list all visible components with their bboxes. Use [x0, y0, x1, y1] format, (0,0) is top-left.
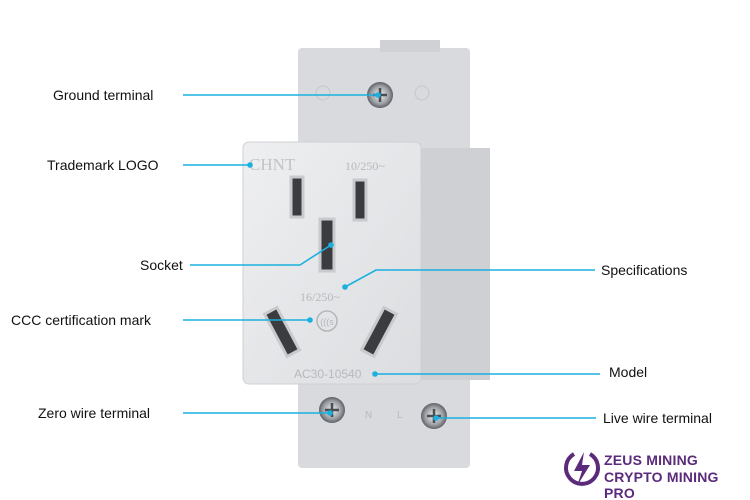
logo-line1: ZEUS MINING — [604, 452, 698, 468]
label-specifications: Specifications — [601, 262, 688, 278]
terminal-l-label: L — [397, 410, 403, 421]
logo-line2: CRYPTO MINING PRO — [604, 469, 719, 500]
socket-holes — [262, 175, 399, 359]
label-socket: Socket — [140, 257, 183, 273]
zeus-mining-logo: ZEUS MINING CRYPTO MINING PRO — [562, 446, 742, 500]
label-ccc-mark: CCC certification mark — [11, 312, 152, 328]
label-trademark-logo: Trademark LOGO — [47, 157, 159, 173]
rating-bottom: 16/250~ — [300, 290, 340, 304]
svg-text:(((s: (((s — [320, 317, 334, 327]
label-model: Model — [609, 364, 648, 380]
bottom-terminals: N L — [319, 397, 447, 429]
label-ground-terminal: Ground terminal — [53, 87, 154, 103]
label-zero-wire-terminal: Zero wire terminal — [38, 405, 151, 421]
callout-lines — [183, 94, 600, 419]
callout-dots — [247, 92, 439, 421]
model-number: AC30-10540 — [294, 367, 362, 381]
label-live-wire-terminal: Live wire terminal — [603, 410, 712, 426]
lightning-bolt-icon — [564, 452, 600, 486]
rating-top: 10/250~ — [345, 159, 385, 173]
terminal-n-label: N — [365, 410, 372, 421]
brand-mark: CHNT — [249, 155, 296, 174]
ccc-mark-icon: (((s — [316, 310, 338, 332]
